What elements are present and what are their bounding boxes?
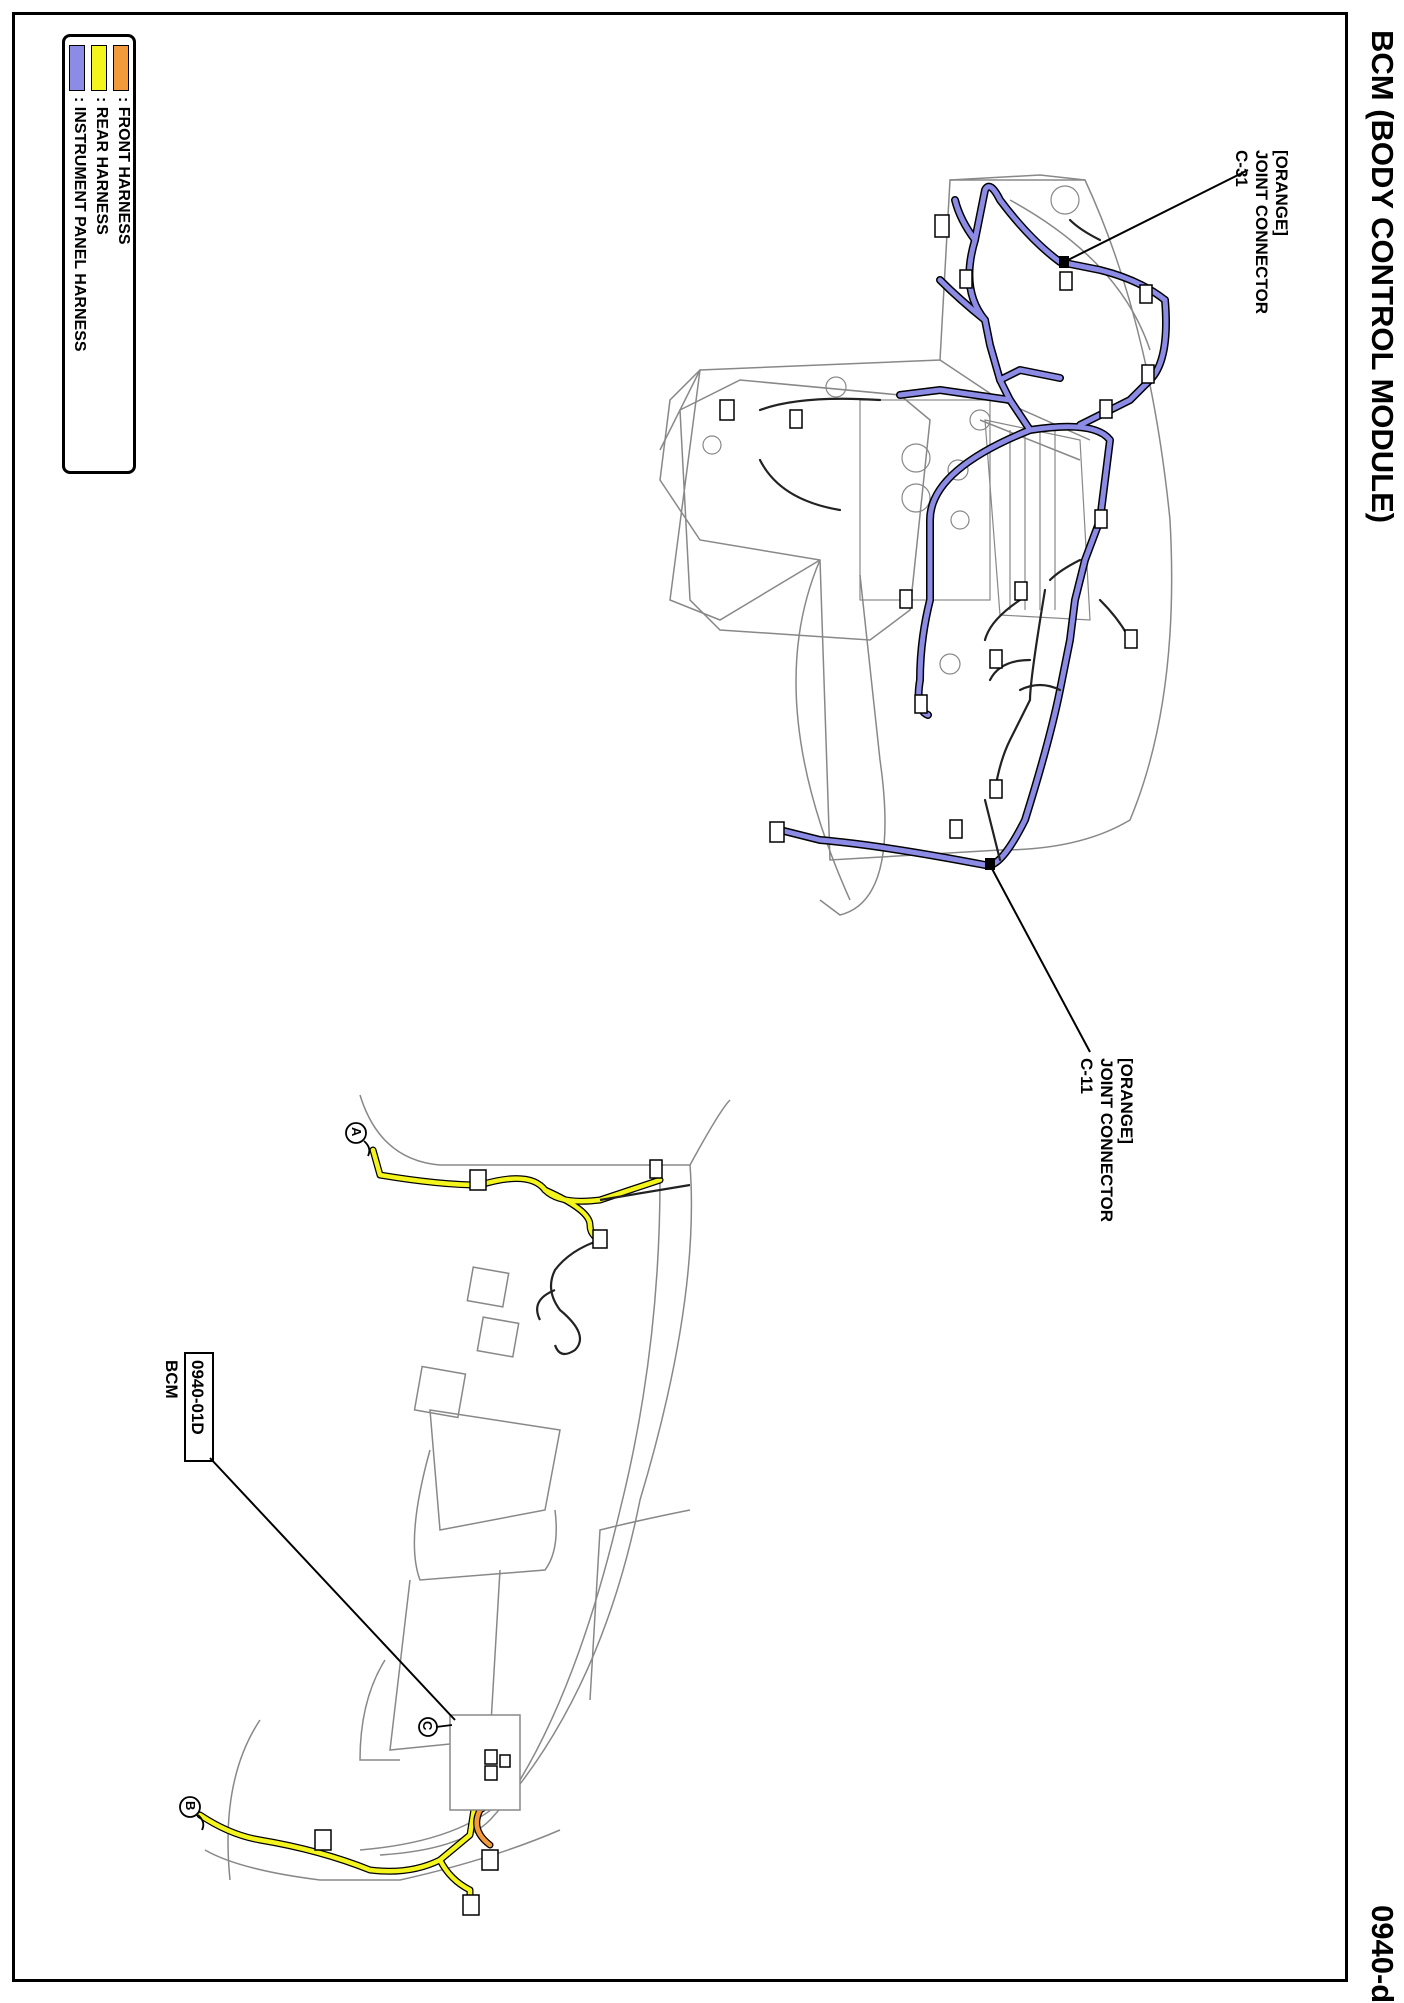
rear-harness-a <box>370 1147 663 1243</box>
instrument-harness-swatch <box>69 45 85 91</box>
bcm-connector-pins <box>484 1749 511 1781</box>
instrument-branch-wires <box>758 218 1132 862</box>
front-harness-swatch <box>113 45 129 91</box>
ground-marker-b: B <box>183 1801 198 1811</box>
bcm-code-box <box>184 1352 214 1462</box>
instrument-connectors <box>719 214 1155 843</box>
drawing-frame <box>12 12 1348 1982</box>
callout-leaders-upper <box>989 169 1249 1053</box>
instrument-panel-outline <box>659 174 1173 916</box>
ground-marker-tails <box>197 1140 453 1831</box>
harness-legend: : FRONT HARNESS : REAR HARNESS : INSTRUM… <box>62 34 136 474</box>
bcm-leader-line <box>209 1457 456 1721</box>
rear-harness-b <box>197 1767 483 1908</box>
ground-markers <box>179 1122 438 1818</box>
rear-harness-swatch <box>91 45 107 91</box>
center-stack-outline <box>702 185 1091 675</box>
instrument-panel-harness <box>777 184 1169 868</box>
ground-marker-a: A <box>349 1127 364 1137</box>
body-branch-wires <box>536 1183 691 1356</box>
ground-marker-c: C <box>420 1721 435 1731</box>
callout-connector-dots <box>985 256 1069 870</box>
